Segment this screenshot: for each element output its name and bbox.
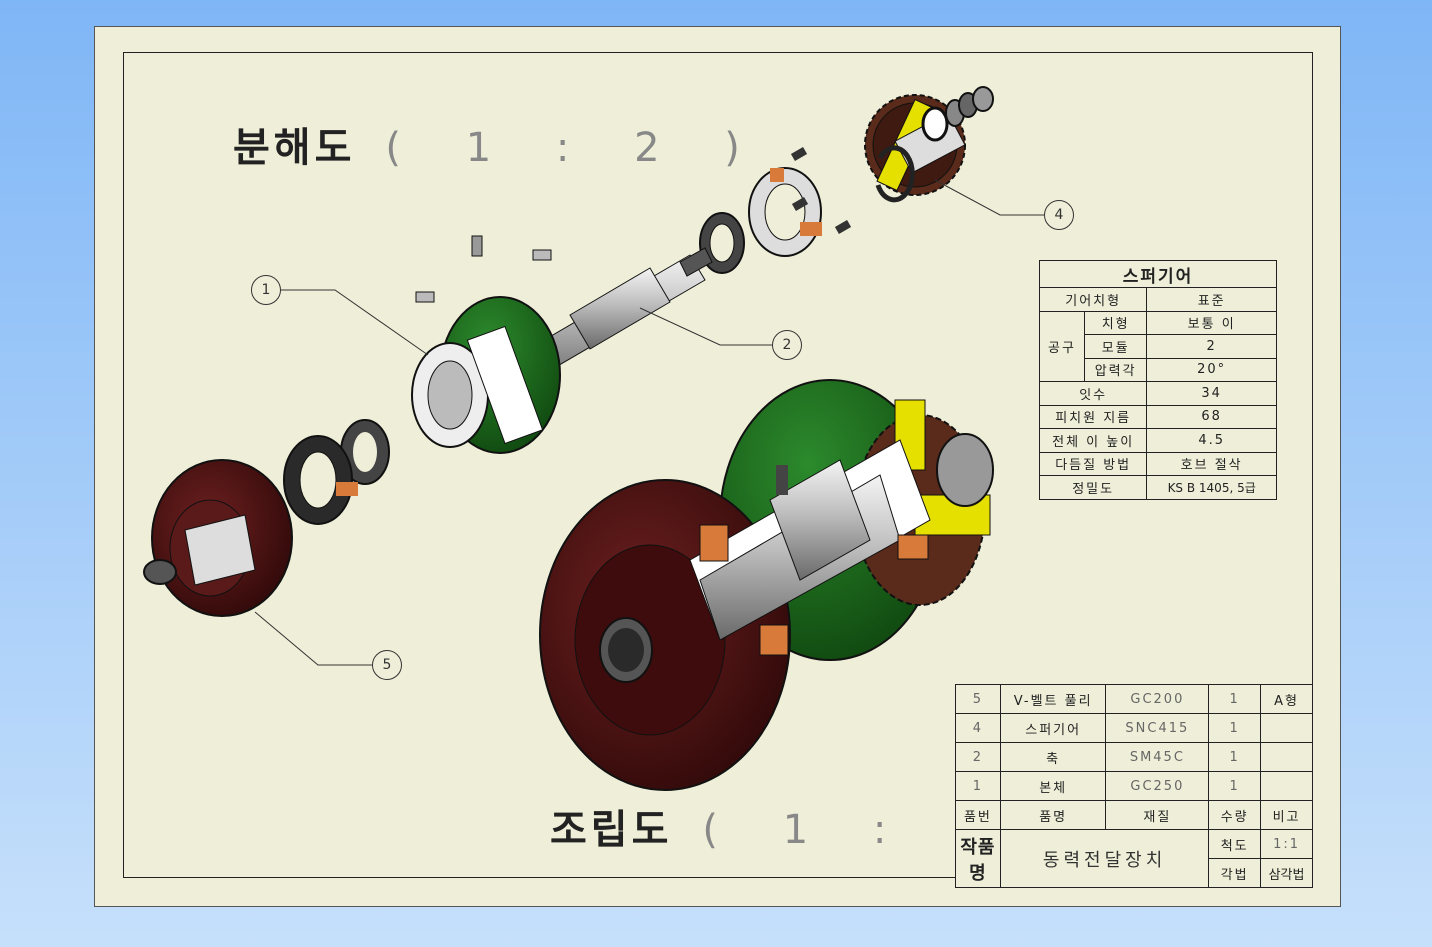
part-name: 축 — [999, 742, 1107, 772]
projection-label: 각법 — [1208, 858, 1262, 888]
header-note: 비고 — [1260, 800, 1313, 830]
gear-value: 호브 절삭 — [1146, 451, 1277, 476]
gear-label: 압력각 — [1083, 357, 1148, 382]
scale-value: 1:1 — [1260, 829, 1313, 859]
drawing-border — [123, 52, 1313, 878]
table-row: 2 축 SM45C 1 — [955, 742, 1313, 772]
gear-value: 표준 — [1146, 287, 1277, 312]
balloon-5: 5 — [372, 650, 402, 680]
title-block-row: 작품명 동력전달장치 척도 1:1 — [955, 829, 1313, 888]
v-belt-pulley-exploded — [143, 459, 293, 617]
part-name: 스퍼기어 — [999, 713, 1107, 743]
gear-label: 다듬질 방법 — [1038, 451, 1148, 476]
gear-value: 20° — [1146, 357, 1277, 382]
leader-lines — [254, 179, 1044, 666]
gear-label: 공구 — [1039, 310, 1085, 382]
gear-label: 정밀도 — [1038, 475, 1148, 500]
gear-label: 잇수 — [1038, 381, 1148, 406]
title-block-row: 각법 삼각법 — [956, 858, 1313, 888]
part-name: 본체 — [999, 771, 1107, 801]
gear-value: 2 — [1146, 334, 1277, 359]
part-note — [1260, 742, 1313, 772]
header-qty: 수량 — [1208, 800, 1262, 830]
part-qty: 1 — [1208, 713, 1262, 743]
snap-ring-4 — [875, 145, 915, 203]
gear-value: 보통 이 — [1146, 310, 1277, 335]
projection-value: 삼각법 — [1260, 858, 1313, 888]
keys-exploded — [415, 235, 552, 303]
part-no: 1 — [955, 771, 1001, 801]
part-name: V-벨트 풀리 — [999, 684, 1107, 714]
exploded-view-title: 분해도 ( 1 : 2 ) — [233, 115, 766, 173]
gear-value: KS B 1405, 5급 — [1146, 475, 1277, 500]
table-row: 5 V-벨트 풀리 GC200 1 A형 — [955, 684, 1313, 714]
part-note: A형 — [1260, 684, 1313, 714]
housing-body-exploded — [411, 296, 561, 454]
part-qty: 1 — [1208, 771, 1262, 801]
table-row: 4 스퍼기어 SNC415 1 — [955, 713, 1313, 743]
assembly-view-label: 조립도 — [550, 807, 673, 853]
gear-value: 34 — [1146, 381, 1277, 406]
header-name: 품명 — [999, 800, 1107, 830]
gear-value: 68 — [1146, 404, 1277, 429]
bearing-cover-upper — [748, 167, 822, 257]
part-note — [1260, 713, 1313, 743]
gear-value: 4.5 — [1146, 428, 1277, 453]
header-no: 품번 — [955, 800, 1001, 830]
gear-label: 피치원 지름 — [1038, 404, 1148, 429]
gear-label: 기어치형 — [1038, 287, 1148, 312]
part-no: 5 — [955, 684, 1001, 714]
work-name: 동력전달장치 — [999, 829, 1210, 888]
scale-label: 척도 — [1208, 829, 1262, 859]
work-label: 작품명 — [955, 829, 1001, 888]
balloon-2: 2 — [772, 330, 802, 360]
part-material: GC200 — [1105, 684, 1210, 714]
parts-header-row: 품번 품명 재질 수량 비고 — [955, 800, 1313, 830]
table-row: 1 본체 GC250 1 — [955, 771, 1313, 801]
gear-label: 모듈 — [1083, 334, 1148, 359]
part-material: SNC415 — [1105, 713, 1210, 743]
balloon-4: 4 — [1044, 200, 1074, 230]
gear-table-title: 스퍼기어 — [1039, 260, 1277, 288]
part-note — [1260, 771, 1313, 801]
part-material: SM45C — [1105, 742, 1210, 772]
balloon-1: 1 — [251, 275, 281, 305]
part-material: GC250 — [1105, 771, 1210, 801]
parts-list-table: 5 V-벨트 풀리 GC200 1 A형 4 스퍼기어 SNC415 1 2 축… — [955, 684, 1313, 888]
bearing-cover-lower — [283, 435, 358, 525]
gear-label: 치형 — [1083, 310, 1148, 335]
exploded-view-label: 분해도 — [233, 125, 356, 171]
assembly-view — [539, 379, 994, 791]
header-material: 재질 — [1105, 800, 1210, 830]
nut-washer-stack — [921, 86, 994, 142]
screws-upper — [790, 147, 852, 234]
part-qty: 1 — [1208, 742, 1262, 772]
oil-seal-upper — [699, 212, 745, 274]
part-no: 2 — [955, 742, 1001, 772]
gear-label: 전체 이 높이 — [1038, 428, 1148, 453]
exploded-view-scale: ( 1 : 2 ) — [385, 125, 766, 171]
part-qty: 1 — [1208, 684, 1262, 714]
part-no: 4 — [955, 713, 1001, 743]
